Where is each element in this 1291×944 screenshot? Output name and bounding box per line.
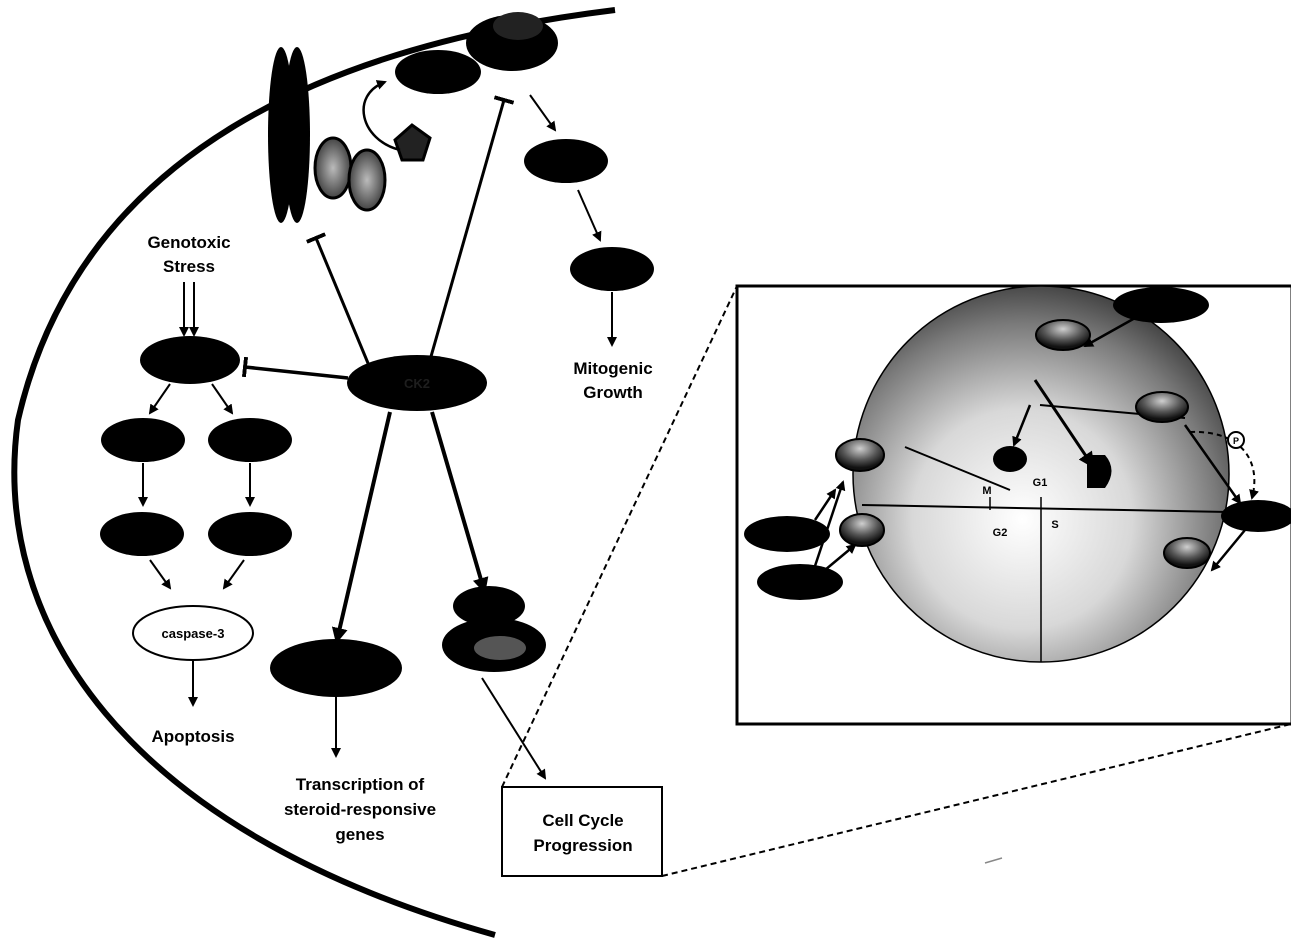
cell-cycle-label-line1: Cell Cycle bbox=[542, 811, 623, 830]
arrow-branch-left bbox=[148, 383, 171, 415]
arrow-to-cell-cycle bbox=[481, 677, 547, 780]
transcription-label-line2: steroid-responsive bbox=[284, 800, 436, 819]
phase-g2-label: G2 bbox=[993, 527, 1008, 539]
genotoxic-label-line1: Genotoxic bbox=[147, 233, 230, 252]
cascade-node-1 bbox=[524, 139, 608, 183]
arrow-branch-right bbox=[211, 383, 234, 415]
rim-markers bbox=[835, 319, 1211, 569]
apoptosis-node-2 bbox=[208, 418, 292, 462]
central-kinase-node bbox=[347, 355, 487, 411]
cascade-node-2 bbox=[570, 247, 654, 291]
transcription-label-line3: genes bbox=[335, 825, 384, 844]
inhibit-stress-node bbox=[241, 356, 349, 380]
arrow-to-cascade-2 bbox=[577, 189, 602, 242]
stress-sensor-node bbox=[140, 336, 240, 384]
membrane-node-1 bbox=[395, 50, 481, 94]
transcription-label-line1: Transcription of bbox=[296, 775, 425, 794]
central-kinase-label: CK2 bbox=[404, 376, 430, 391]
phase-g1-label: G1 bbox=[1033, 477, 1048, 489]
mitogenic-label-line1: Mitogenic bbox=[573, 359, 652, 378]
apoptosis-node-4 bbox=[208, 512, 292, 556]
arrow-to-cyclin-complex bbox=[430, 411, 489, 594]
cyclin-complex bbox=[442, 586, 546, 672]
apoptosis-node-3 bbox=[100, 512, 184, 556]
cell-cycle-box bbox=[501, 786, 663, 877]
phase-s-label: S bbox=[1051, 519, 1058, 531]
membrane-node-2b bbox=[493, 12, 543, 40]
zoom-line-bottom bbox=[661, 723, 1291, 877]
inhibit-membrane-node bbox=[428, 95, 515, 361]
arrow-to-caspase-2 bbox=[222, 559, 245, 590]
genotoxic-label-line2: Stress bbox=[163, 257, 215, 276]
inhibit-receptor bbox=[305, 232, 372, 369]
regulator-node-right bbox=[1221, 500, 1291, 532]
pentagon-icon bbox=[393, 123, 432, 162]
apoptosis-node-1 bbox=[101, 418, 185, 462]
apoptosis-label: Apoptosis bbox=[151, 727, 234, 746]
cell-membrane bbox=[11, 7, 616, 938]
mitogenic-label-line2: Growth bbox=[583, 383, 643, 402]
adaptor-complex bbox=[313, 80, 432, 212]
phase-m-label: M bbox=[982, 485, 991, 497]
arrow-to-transcription-factor bbox=[331, 411, 392, 644]
receptor-icon bbox=[268, 47, 310, 223]
phosphate-label: P bbox=[1233, 436, 1239, 446]
arrow-to-cascade-1 bbox=[529, 94, 557, 132]
regulator-node-left-1 bbox=[744, 516, 830, 552]
phosphate-icon bbox=[1227, 431, 1245, 449]
regulator-node-left-2 bbox=[757, 564, 843, 600]
caspase-node bbox=[132, 605, 254, 661]
transcription-factor-node bbox=[270, 639, 402, 697]
scan-artifact bbox=[984, 857, 1003, 864]
cell-cycle-sphere: G1 M G2 S bbox=[852, 285, 1230, 663]
caspase-label: caspase-3 bbox=[162, 626, 225, 641]
arrow-to-caspase-1 bbox=[149, 559, 172, 590]
phospho-dashed-arrow bbox=[1189, 430, 1259, 500]
cell-cycle-label-line2: Progression bbox=[533, 836, 632, 855]
zoom-line-top bbox=[501, 285, 738, 788]
regulator-node-top bbox=[1113, 287, 1209, 323]
